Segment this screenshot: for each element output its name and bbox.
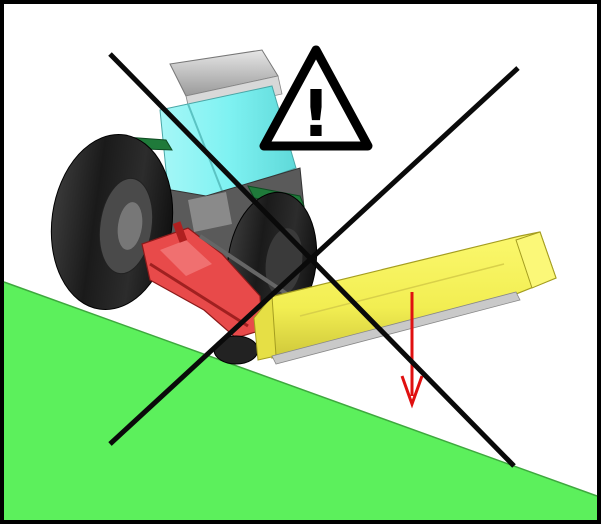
mower-hitch (141, 221, 292, 365)
warning-symbol: ! (301, 78, 330, 152)
mower-deck-underside (271, 291, 521, 365)
prohibition-cross-icon (108, 52, 520, 468)
sloped-ground (4, 282, 597, 520)
down-arrow-icon (400, 292, 424, 409)
slope-edge (3, 281, 598, 497)
warning-triangle-icon: ! (259, 45, 373, 152)
